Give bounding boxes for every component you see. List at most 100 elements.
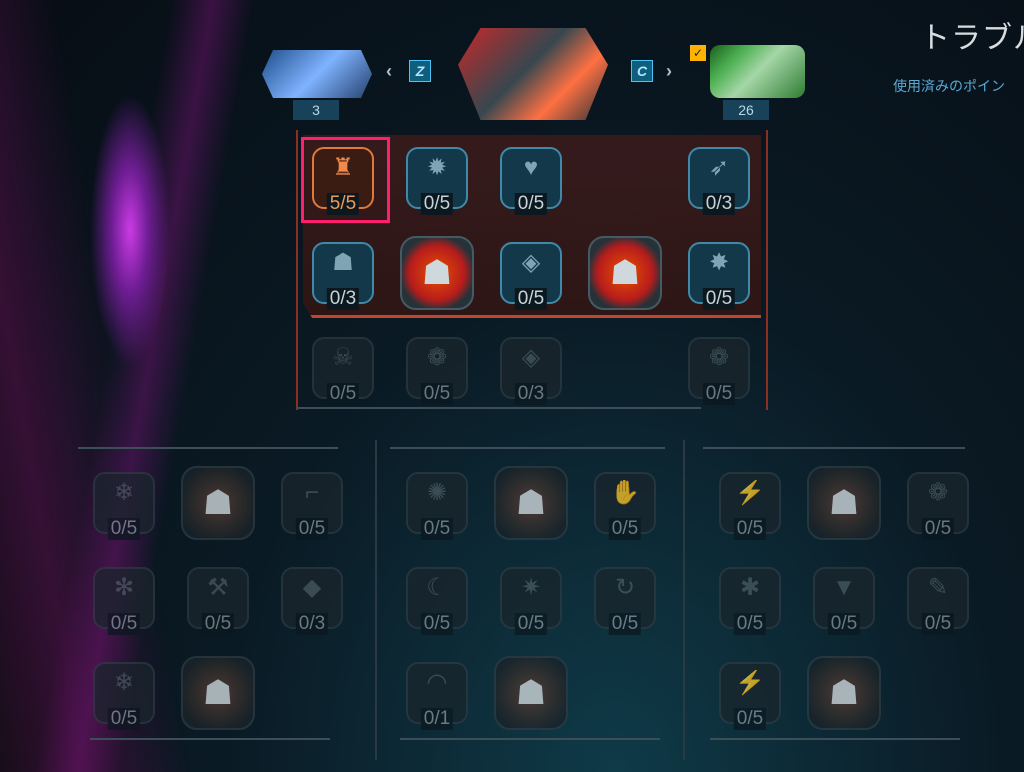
- chevron-right-icon[interactable]: ›: [666, 61, 672, 81]
- skill-points-label: 0/3: [702, 193, 736, 215]
- panther-icon: ☗: [202, 674, 234, 712]
- lightning-icon: ⚡: [735, 670, 765, 696]
- ultimate-skill-node[interactable]: ☗: [588, 236, 662, 310]
- skill-node[interactable]: ❁0/5: [406, 337, 468, 405]
- ultimate-skill-node[interactable]: ☗: [494, 466, 568, 540]
- skill-node[interactable]: ❁ 0/5: [907, 472, 969, 540]
- tiger-icon: ☗: [609, 254, 641, 292]
- page-title: トラブル: [920, 22, 1024, 55]
- divider: [90, 738, 330, 740]
- skill-points-label: 0/5: [608, 613, 642, 635]
- skill-node[interactable]: ❁ 0/5: [688, 337, 750, 405]
- syringe-icon: ✎: [927, 575, 949, 601]
- skill-points-label: 0/5: [921, 518, 955, 540]
- paw-skull-icon: ❁: [708, 345, 730, 371]
- skill-points-label: 0/5: [201, 613, 235, 635]
- skill-points-label: 0/5: [326, 383, 360, 405]
- prev-character-level: 3: [293, 100, 339, 120]
- skill-node[interactable]: ☠0/5: [312, 337, 374, 405]
- skill-node[interactable]: ♜ 5/5: [312, 147, 374, 215]
- skill-points-label: 0/5: [420, 383, 454, 405]
- chevron-left-icon[interactable]: ‹: [386, 61, 392, 81]
- ultimate-skill-node[interactable]: ☗: [494, 656, 568, 730]
- skill-node[interactable]: ✎0/5: [907, 567, 969, 635]
- skill-points-label: 0/5: [107, 518, 141, 540]
- connector-line: [296, 130, 298, 410]
- skill-node[interactable]: ➶ 0/3: [688, 147, 750, 215]
- ultimate-skill-node[interactable]: ☗: [807, 656, 881, 730]
- fangs-icon: ▼: [832, 575, 856, 601]
- skill-points-label: 0/5: [733, 708, 767, 730]
- current-character-portrait: [458, 28, 608, 120]
- skill-node[interactable]: ⚡0/5: [719, 472, 781, 540]
- burst-icon: ✸: [708, 250, 730, 276]
- skill-node[interactable]: ◠ 0/1: [406, 662, 468, 730]
- skill-node[interactable]: ✺0/5: [406, 472, 468, 540]
- skill-points-label: 0/3: [514, 383, 548, 405]
- skill-node[interactable]: ☾0/5: [406, 567, 468, 635]
- ultimate-skill-node[interactable]: ☗: [400, 236, 474, 310]
- shield-bolt-icon: ◈: [521, 345, 541, 371]
- skill-points-label: 0/5: [420, 518, 454, 540]
- winged-boot-icon: ➶: [708, 155, 730, 181]
- paw-bolt-icon: ❁: [927, 480, 949, 506]
- badge-icon: ◆: [302, 575, 322, 601]
- skill-points-label: 0/3: [326, 288, 360, 310]
- divider: [400, 738, 660, 740]
- skill-node[interactable]: ✷0/5: [500, 567, 562, 635]
- skill-node[interactable]: ↻ 0/5: [594, 567, 656, 635]
- skill-node[interactable]: ☗ 0/3: [312, 242, 374, 310]
- prev-character-portrait[interactable]: [262, 50, 372, 98]
- wave-icon: ◠: [426, 670, 448, 696]
- character-artwork: [0, 0, 290, 772]
- explosion-icon: ✹: [426, 155, 448, 181]
- skill-points-label: 0/5: [733, 613, 767, 635]
- skill-node[interactable]: ⌐ 0/5: [281, 472, 343, 540]
- skill-node[interactable]: ⚡ 0/5: [719, 662, 781, 730]
- skill-points-label: 0/5: [514, 193, 548, 215]
- skill-points-label: 0/5: [733, 518, 767, 540]
- skill-node[interactable]: ❄0/5: [93, 662, 155, 730]
- skill-node[interactable]: ✻0/5: [93, 567, 155, 635]
- skill-points-label: 0/5: [702, 288, 736, 310]
- skill-node[interactable]: ▼ 0/5: [813, 567, 875, 635]
- skill-points-label: 0/5: [420, 613, 454, 635]
- skill-node[interactable]: ✋0/5: [594, 472, 656, 540]
- robot-trophy-icon: ♜: [332, 155, 354, 181]
- skill-node[interactable]: ✱ 0/5: [719, 567, 781, 635]
- divider: [703, 447, 965, 449]
- next-key-hint: C: [631, 60, 653, 82]
- tool-icon: ⚒: [207, 575, 229, 601]
- gun-icon: ⌐: [304, 480, 319, 506]
- skill-points-label: 5/5: [326, 193, 360, 215]
- next-character-portrait[interactable]: [710, 45, 805, 98]
- armored-beast-icon: ☗: [515, 674, 547, 712]
- ultimate-skill-node[interactable]: ☗: [181, 656, 255, 730]
- skill-node[interactable]: ♥0/5: [500, 147, 562, 215]
- refresh-robot-icon: ↻: [614, 575, 636, 601]
- skill-points-label: 0/5: [608, 518, 642, 540]
- skill-node[interactable]: ◈ 0/3: [500, 337, 562, 405]
- skill-node[interactable]: ✹ 0/5: [406, 147, 468, 215]
- wolf-head-icon: ☗: [332, 250, 354, 276]
- skill-points-label: 0/5: [420, 193, 454, 215]
- beast-roar-icon: ☗: [421, 254, 453, 292]
- skill-node[interactable]: ⚒ 0/5: [187, 567, 249, 635]
- skill-points-label: 0/5: [827, 613, 861, 635]
- skill-points-label: 0/1: [420, 708, 454, 730]
- divider: [390, 447, 665, 449]
- ultimate-skill-node[interactable]: ☗: [807, 466, 881, 540]
- skill-node[interactable]: ◈0/5: [500, 242, 562, 310]
- connector-line: [766, 130, 768, 410]
- selection-cursor: [301, 137, 390, 223]
- divider: [78, 447, 338, 449]
- crab-icon: ✱: [739, 575, 761, 601]
- skill-points-label: 0/5: [702, 383, 736, 405]
- skill-node[interactable]: ✸ 0/5: [688, 242, 750, 310]
- skill-points-label: 0/5: [295, 518, 329, 540]
- ultimate-skill-node[interactable]: ☗: [181, 466, 255, 540]
- skill-node[interactable]: ◆0/3: [281, 567, 343, 635]
- skill-points-label: 0/5: [107, 613, 141, 635]
- bull-icon: ☗: [828, 484, 860, 522]
- skill-node[interactable]: ❄0/5: [93, 472, 155, 540]
